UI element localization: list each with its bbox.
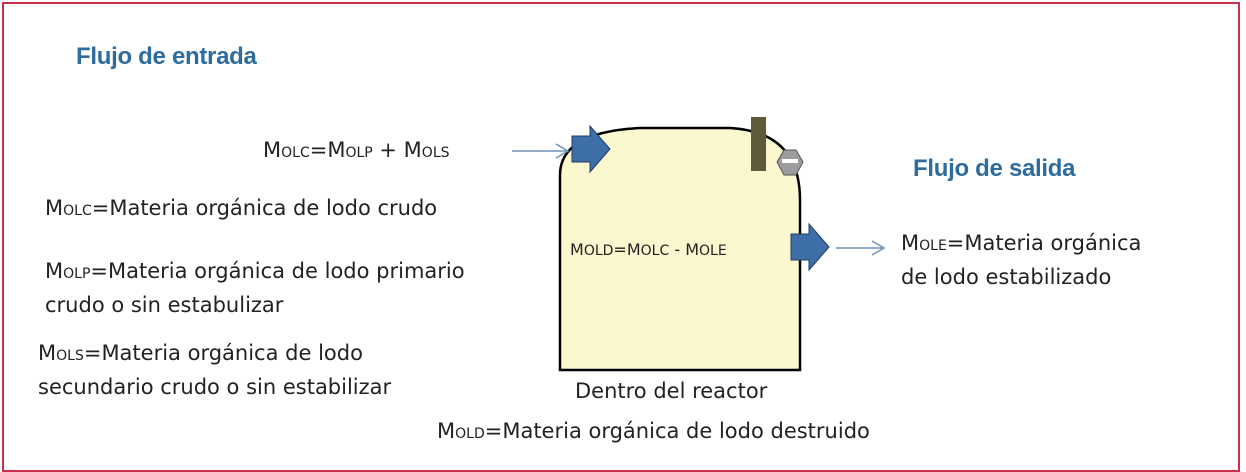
reactor-label: Dentro del reactor: [575, 379, 768, 403]
reactor-post: [751, 117, 766, 171]
outlet-arrow-icon: [790, 222, 830, 272]
definition-olp: MOLP=Materia orgánica de lodo primario c…: [45, 259, 465, 317]
input-equation: MOLC=MOLP + MOLS: [263, 138, 450, 162]
definition-old: MOLD=Materia orgánica de lodo destruido: [437, 419, 870, 443]
definition-olc: MOLC=Materia orgánica de lodo crudo: [45, 196, 438, 220]
outflow-heading: Flujo de salida: [913, 155, 1076, 182]
reactor-vessel: [558, 126, 802, 372]
reactor-equation: MOLD=MOLC - MOLE: [570, 240, 727, 259]
definition-ole: MOLE=Materia orgánica de lodo estabiliza…: [901, 231, 1142, 289]
inlet-arrow-icon: [571, 124, 611, 174]
inflow-heading: Flujo de entrada: [76, 43, 257, 70]
reactor-diagram: [512, 117, 886, 372]
definition-ols: MOLS=Materia orgánica de lodo secundario…: [38, 341, 392, 399]
